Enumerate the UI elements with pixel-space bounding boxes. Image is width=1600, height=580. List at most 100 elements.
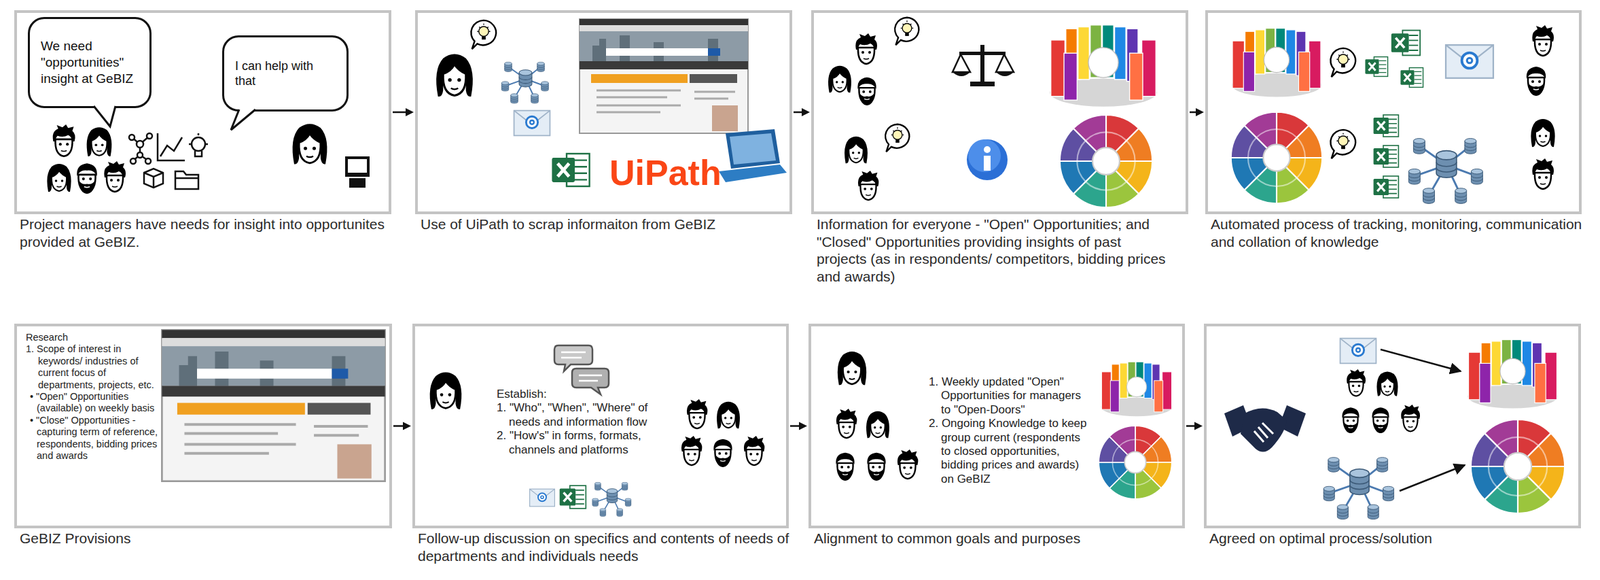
text-group: UiPath xyxy=(609,151,788,194)
color-wheel xyxy=(1059,114,1153,208)
flow-arrow xyxy=(393,421,412,431)
person-icon xyxy=(1346,368,1366,397)
arrow-head xyxy=(798,421,808,431)
arrow-line xyxy=(393,424,405,427)
story-panel: Research1. Scope of interest in keywords… xyxy=(14,323,393,528)
person-icon xyxy=(866,411,890,438)
database-network xyxy=(592,481,632,516)
person-icon xyxy=(1400,404,1420,432)
flow-arrow xyxy=(1189,108,1204,117)
arrow-line xyxy=(793,111,804,114)
panel-caption: Follow-up discussion on specifics and co… xyxy=(417,529,792,564)
person-icon xyxy=(103,161,126,192)
open-doors-image xyxy=(1101,361,1173,416)
idea-bubble xyxy=(885,124,910,152)
panel-caption: Agreed on optimal process/solution xyxy=(1209,529,1584,547)
person-icon xyxy=(681,435,702,465)
caption: Follow-up discussion on specifics and co… xyxy=(417,529,792,564)
person-icon xyxy=(716,401,740,429)
person-icon xyxy=(897,449,918,479)
text-group: We need "opportunities" insight at GeBIZ xyxy=(29,38,150,87)
story-panel: Agreed on optimal process/solution xyxy=(1203,323,1581,528)
person-icon xyxy=(1376,370,1398,396)
panel-text: • "Open" Opportunities (available) on we… xyxy=(25,390,164,415)
arrow-line xyxy=(1186,424,1196,427)
panel-caption: Automated process of tracking, monitorin… xyxy=(1210,215,1585,251)
panel-text: 2. Ongoing Knowledge to keep group curre… xyxy=(928,416,1092,486)
person-icon xyxy=(835,452,855,481)
bubble-tail xyxy=(230,109,256,130)
caption: Use of UiPath to scrap informaiton from … xyxy=(420,215,795,234)
text-group: I can help with that xyxy=(224,58,347,90)
pointer-arrow xyxy=(1380,349,1461,371)
story-panel: Information for everyone - "Open" Opport… xyxy=(811,10,1189,215)
color-wheel xyxy=(1470,419,1565,513)
person-icon xyxy=(1371,406,1389,433)
person-icon xyxy=(858,170,879,200)
panel-text: 2. "How's" in forms, formats, channels a… xyxy=(496,428,672,457)
excel-icon xyxy=(1364,57,1388,77)
person-icon xyxy=(713,438,732,467)
person-icon xyxy=(86,127,113,157)
chart-icon xyxy=(157,133,185,161)
bubble-tail xyxy=(92,105,127,130)
person-icon xyxy=(46,163,71,192)
speech-bubble: I can help with that xyxy=(222,35,349,112)
arrow-line xyxy=(392,111,407,114)
person-icon xyxy=(1526,66,1546,96)
panel-text: 1. "Who", "When", "Where" of needs and i… xyxy=(496,400,672,429)
story-panel: 1. Weekly updated "Open" Opportunities f… xyxy=(808,323,1185,528)
arrow-head xyxy=(405,108,414,117)
caption: Project managers have needs for insight … xyxy=(19,215,394,251)
open-doors-image xyxy=(1231,28,1322,98)
email-icon xyxy=(1445,44,1494,79)
caption: GeBIZ Provisions xyxy=(19,529,394,547)
caption: Information for everyone - "Open" Opport… xyxy=(816,215,1170,285)
chat-icon xyxy=(554,345,609,395)
person-icon xyxy=(1530,118,1555,147)
story-panel: Establish:1. "Who", "When", "Where" of n… xyxy=(412,323,789,528)
story-panel: Use of UiPath to scrap informaiton from … xyxy=(415,10,793,215)
open-doors-image xyxy=(1049,25,1157,107)
handshake-icon xyxy=(1224,404,1306,452)
person-icon xyxy=(1532,158,1554,189)
person-icon xyxy=(686,398,708,429)
idea-bubble xyxy=(1330,129,1356,159)
gebiz-screenshot xyxy=(579,19,749,134)
open-doors-image xyxy=(1467,339,1558,409)
color-wheel xyxy=(1098,425,1172,499)
panel-text: UiPath xyxy=(609,151,788,194)
text-group: 1. Weekly updated "Open" Opportunities f… xyxy=(928,375,1092,486)
excel-icon xyxy=(1400,67,1423,88)
folder-icon xyxy=(175,171,199,189)
database-network xyxy=(1408,138,1483,204)
person-icon xyxy=(430,372,462,410)
person-icon xyxy=(292,123,328,164)
color-wheel xyxy=(1231,112,1323,204)
info-icon xyxy=(966,139,1008,181)
bubble-text: I can help with that xyxy=(235,58,336,90)
computer-icon xyxy=(345,156,370,188)
cube-icon xyxy=(144,168,164,188)
flow-arrow xyxy=(1186,421,1203,431)
panel-caption: Use of UiPath to scrap informaiton from … xyxy=(420,215,795,234)
panel-text: Research xyxy=(25,331,164,344)
scales-icon xyxy=(952,44,1014,87)
flow-arrow xyxy=(790,421,808,431)
excel-icon xyxy=(1373,175,1399,198)
text-group: Establish:1. "Who", "When", "Where" of n… xyxy=(496,387,672,457)
flow-arrow xyxy=(392,108,414,117)
arrow-line xyxy=(790,424,801,427)
idea-bubble xyxy=(1330,48,1356,77)
pointer-arrow xyxy=(1399,464,1465,491)
person-icon xyxy=(836,408,857,438)
panel-caption: Alignment to common goals and purposes xyxy=(813,529,1188,547)
arrow-head xyxy=(1195,108,1204,117)
database-network xyxy=(1323,457,1394,520)
panel-caption: Project managers have needs for insight … xyxy=(19,215,394,251)
caption: Automated process of tracking, monitorin… xyxy=(1210,215,1585,251)
person-icon xyxy=(52,124,76,157)
excel-icon xyxy=(559,485,587,509)
story-panel: Project managers have needs for insight … xyxy=(14,10,392,215)
excel-icon xyxy=(1373,114,1399,137)
